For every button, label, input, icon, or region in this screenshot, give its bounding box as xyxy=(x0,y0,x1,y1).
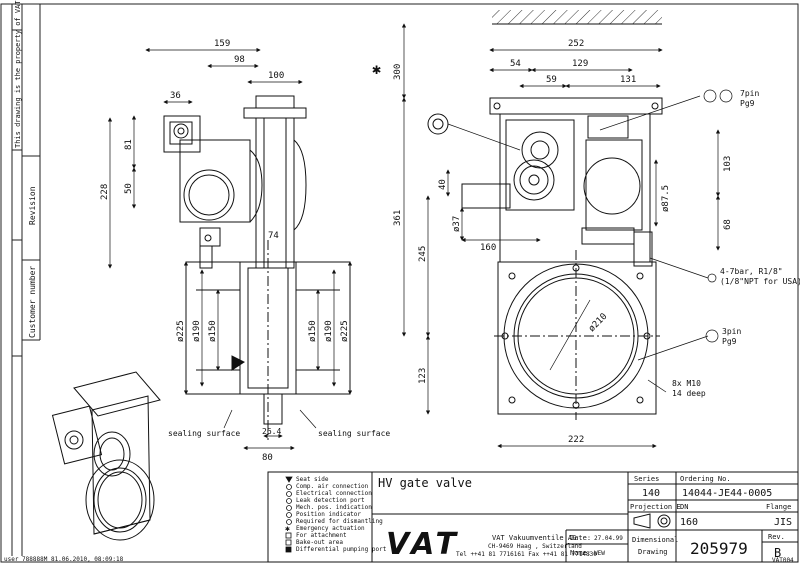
dim-54: 54 xyxy=(510,59,521,69)
callout-npt: (1/8"NPT for USA) xyxy=(720,277,800,286)
legend-item: Differential pumping port xyxy=(296,546,387,553)
dn-label: DN xyxy=(680,503,688,511)
side-border: This drawing is the property of VAT. Rev… xyxy=(4,0,124,563)
callout-pg9-bottom: Pg9 xyxy=(722,337,737,346)
dim-40: 40 xyxy=(438,179,448,190)
dismantling-star: ✱ xyxy=(372,60,381,78)
sealing-surface-right: sealing surface xyxy=(318,429,390,438)
callout-14-deep: 14 deep xyxy=(672,389,706,398)
dim-245: 245 xyxy=(418,246,428,262)
legend-item: Position indicator xyxy=(296,511,361,518)
legend-item: For attachment xyxy=(296,532,347,539)
vat-logo: VAT xyxy=(386,527,460,562)
drawing-label: Drawing xyxy=(638,548,668,556)
rev-label: Rev. xyxy=(768,533,785,541)
dim-225-right: ø225 xyxy=(340,320,350,342)
dim-37: ø37 xyxy=(452,216,462,232)
dim-129: 129 xyxy=(572,59,588,69)
callout-pg9-top: Pg9 xyxy=(740,99,755,108)
legend-item: Emergency actuation xyxy=(296,525,365,532)
title-block xyxy=(267,471,799,563)
property-notice: This drawing is the property of VAT. xyxy=(14,0,22,148)
isometric-view xyxy=(51,371,161,541)
dim-100: 100 xyxy=(268,71,284,81)
customer-number-label: Customer number xyxy=(28,266,37,338)
callout-3pin: 3pin xyxy=(722,327,741,336)
right-view xyxy=(427,97,663,420)
ordering-value: 14044-JE44-0005 xyxy=(682,488,772,499)
dim-190-right: ø190 xyxy=(324,320,334,342)
date-label: Date: xyxy=(570,534,591,542)
dim-222: 222 xyxy=(568,435,584,445)
title-block-text: HV gate valve Series 140 Ordering No. 14… xyxy=(378,475,794,564)
company-phone: Tel ++41 81 7716161 Fax ++41 81 7714830 xyxy=(456,551,597,558)
dim-225-left: ø225 xyxy=(176,320,186,342)
dim-50: 50 xyxy=(124,183,134,194)
legend-star: ✱ xyxy=(285,524,290,533)
drawing-number: 205979 xyxy=(690,539,748,558)
dim-26-4: 26.4 xyxy=(262,427,281,436)
dim-36: 36 xyxy=(170,91,181,101)
callout-7pin: 7pin xyxy=(740,89,759,98)
company-name: VAT Vakuumventile AG xyxy=(492,534,576,542)
small-code: VAT004 xyxy=(772,557,794,564)
dim-160: 160 xyxy=(480,243,496,253)
callout-air: 4-7bar, R1/8" xyxy=(720,267,783,276)
ground-hatch xyxy=(492,10,662,24)
dim-159: 159 xyxy=(214,39,230,49)
legend-item: Seat side xyxy=(296,476,329,483)
dim-68: 68 xyxy=(723,219,733,230)
dimensional-label: Dimensional xyxy=(632,536,678,544)
sealing-surface-left: sealing surface xyxy=(168,429,240,438)
dim-190-left: ø190 xyxy=(192,320,202,342)
name-value: WEW xyxy=(594,550,605,557)
left-view-dimensions xyxy=(107,47,353,451)
dn-value: 160 xyxy=(680,517,698,528)
flange-value: JIS xyxy=(774,517,792,528)
dim-74: 74 xyxy=(268,231,279,241)
legend-list: Seat side Comp. air connection Electrica… xyxy=(296,476,387,553)
legend-item: Required for dismantling xyxy=(296,518,383,525)
footer-stamp: user 788888M 81.06.2010, 08:09:18 xyxy=(4,556,124,563)
legend-item: Electrical connection xyxy=(296,490,372,497)
dim-150-left: ø150 xyxy=(208,320,218,342)
dim-80: 80 xyxy=(262,453,273,463)
dim-300: 300 xyxy=(393,64,403,80)
series-label: Series xyxy=(634,475,659,483)
company-address: CH-9469 Haag , Switzerland xyxy=(488,543,582,550)
name-label: Name: xyxy=(570,549,591,557)
right-view-dimensions xyxy=(401,23,733,449)
revision-label: Revision xyxy=(28,186,37,225)
date-value: 27.04.99 xyxy=(594,535,623,542)
left-view-dim-labels: 159 98 100 36 81 50 228 74 ø225 ø190 ø15… xyxy=(100,39,390,463)
dim-81: 81 xyxy=(124,139,134,150)
dim-103: 103 xyxy=(723,156,733,172)
dim-131: 131 xyxy=(620,75,636,85)
svg-text:✱: ✱ xyxy=(285,524,290,533)
dim-210: ø210 xyxy=(587,312,609,334)
legend-item: Leak detection port xyxy=(296,497,365,504)
right-view-dim-labels: 252 54 129 59 131 ✱ 300 361 40 ø37 160 2… xyxy=(372,39,800,445)
legend-item: Mech. pos. indication xyxy=(296,504,372,511)
dim-361: 361 xyxy=(393,210,403,226)
dim-252: 252 xyxy=(568,39,584,49)
legend-item: Comp. air connection xyxy=(296,483,369,490)
dim-150-right: ø150 xyxy=(308,320,318,342)
dim-228: 228 xyxy=(100,184,110,200)
callout-m10: 8x M10 xyxy=(672,379,701,388)
dim-123: 123 xyxy=(418,368,428,384)
drawing-title: HV gate valve xyxy=(378,476,472,490)
flange-label: Flange xyxy=(766,503,791,511)
dim-87-5: ø87.5 xyxy=(661,185,671,212)
legend-symbols xyxy=(285,476,293,553)
rev-value: B xyxy=(774,546,781,560)
projection-label: Projection E xyxy=(630,503,681,511)
series-value: 140 xyxy=(642,488,660,499)
dim-98: 98 xyxy=(234,55,245,65)
legend-item: Bake-out area xyxy=(296,539,343,546)
left-view xyxy=(163,95,351,440)
dim-59: 59 xyxy=(546,75,557,85)
ordering-label: Ordering No. xyxy=(680,475,731,483)
